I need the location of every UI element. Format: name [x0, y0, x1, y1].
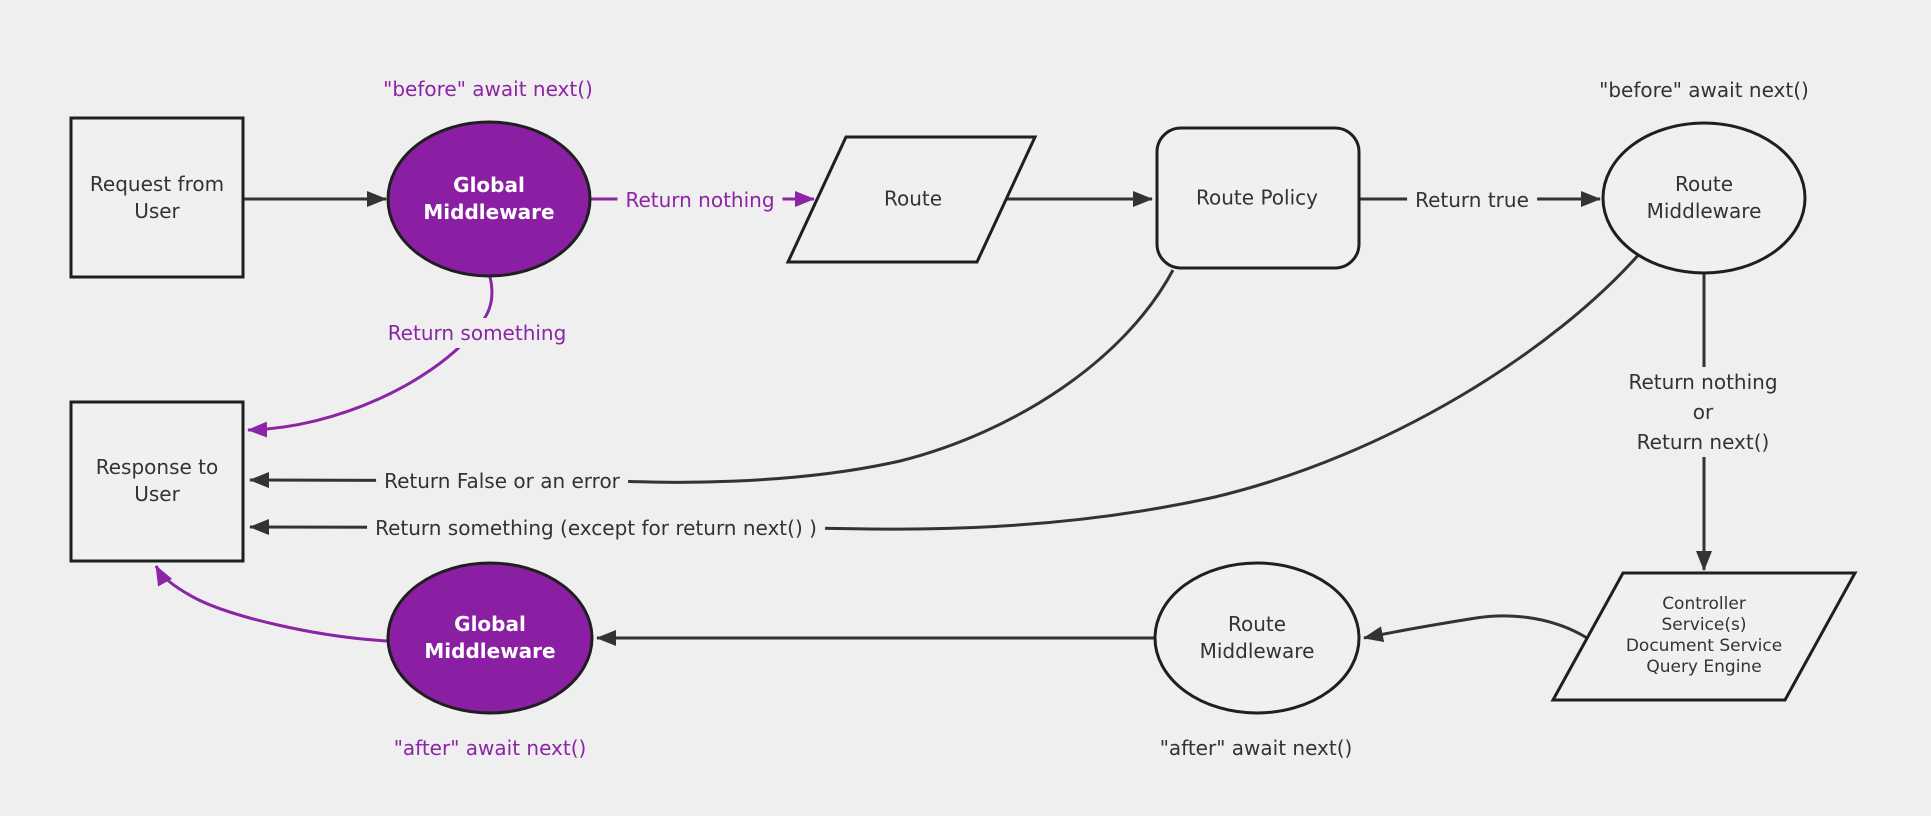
edge-global-middleware-return-something-to-response: [247, 276, 494, 438]
node-controller-label: Controller Service(s) Document Service Q…: [1625, 594, 1783, 677]
edge-route-policy-return-false-to-response: [249, 269, 1175, 489]
edge-label-before-await-top-left: "before" await next(): [383, 77, 593, 101]
edge-label-return-false-or-error: Return False or an error: [376, 466, 628, 496]
node-route-middleware-bottom-label: Route Middleware: [1199, 612, 1315, 663]
node-global-middleware-top-label: Global Middleware: [423, 173, 555, 224]
node-global-middleware-top-shape: [386, 120, 592, 278]
node-controller-shape: [1550, 571, 1858, 702]
edge-controller-to-route-middleware-bottom: [1363, 614, 1588, 643]
edge-label-before-await-top-right: "before" await next(): [1599, 78, 1809, 102]
edge-label-return-nothing: Return nothing: [617, 185, 783, 215]
edge-route-middleware-return-something-to-response: [249, 251, 1643, 536]
edge-label-return-something-except: Return something (except for return next…: [367, 513, 825, 543]
node-response-label: Response to User: [95, 455, 219, 506]
node-route-label: Route: [883, 186, 943, 211]
node-request-label: Request from User: [89, 172, 225, 223]
node-request-shape: [69, 116, 245, 279]
node-response-shape: [69, 400, 245, 563]
edge-label-after-await-bottom-middle: "after" await next(): [1159, 736, 1353, 760]
node-route-shape: [785, 135, 1038, 264]
node-route-policy-shape: [1155, 126, 1361, 270]
edge-label-return-true: Return true: [1407, 185, 1537, 215]
edge-label-after-await-bottom-left: "after" await next(): [393, 736, 587, 760]
node-route-policy-label: Route Policy: [1196, 185, 1318, 210]
node-route-middleware-bottom-shape: [1153, 561, 1361, 715]
node-route-middleware-top-shape: [1601, 121, 1807, 275]
edge-label-return-something: Return something: [379, 318, 575, 348]
edge-global-middleware-bottom-to-response: [154, 565, 389, 643]
node-global-middleware-bottom-label: Global Middleware: [424, 612, 556, 663]
node-global-middleware-bottom-shape: [386, 561, 594, 715]
edge-label-return-nothing-or-next: Return nothing or Return next(): [1620, 367, 1786, 457]
node-route-middleware-top-label: Route Middleware: [1646, 172, 1762, 223]
